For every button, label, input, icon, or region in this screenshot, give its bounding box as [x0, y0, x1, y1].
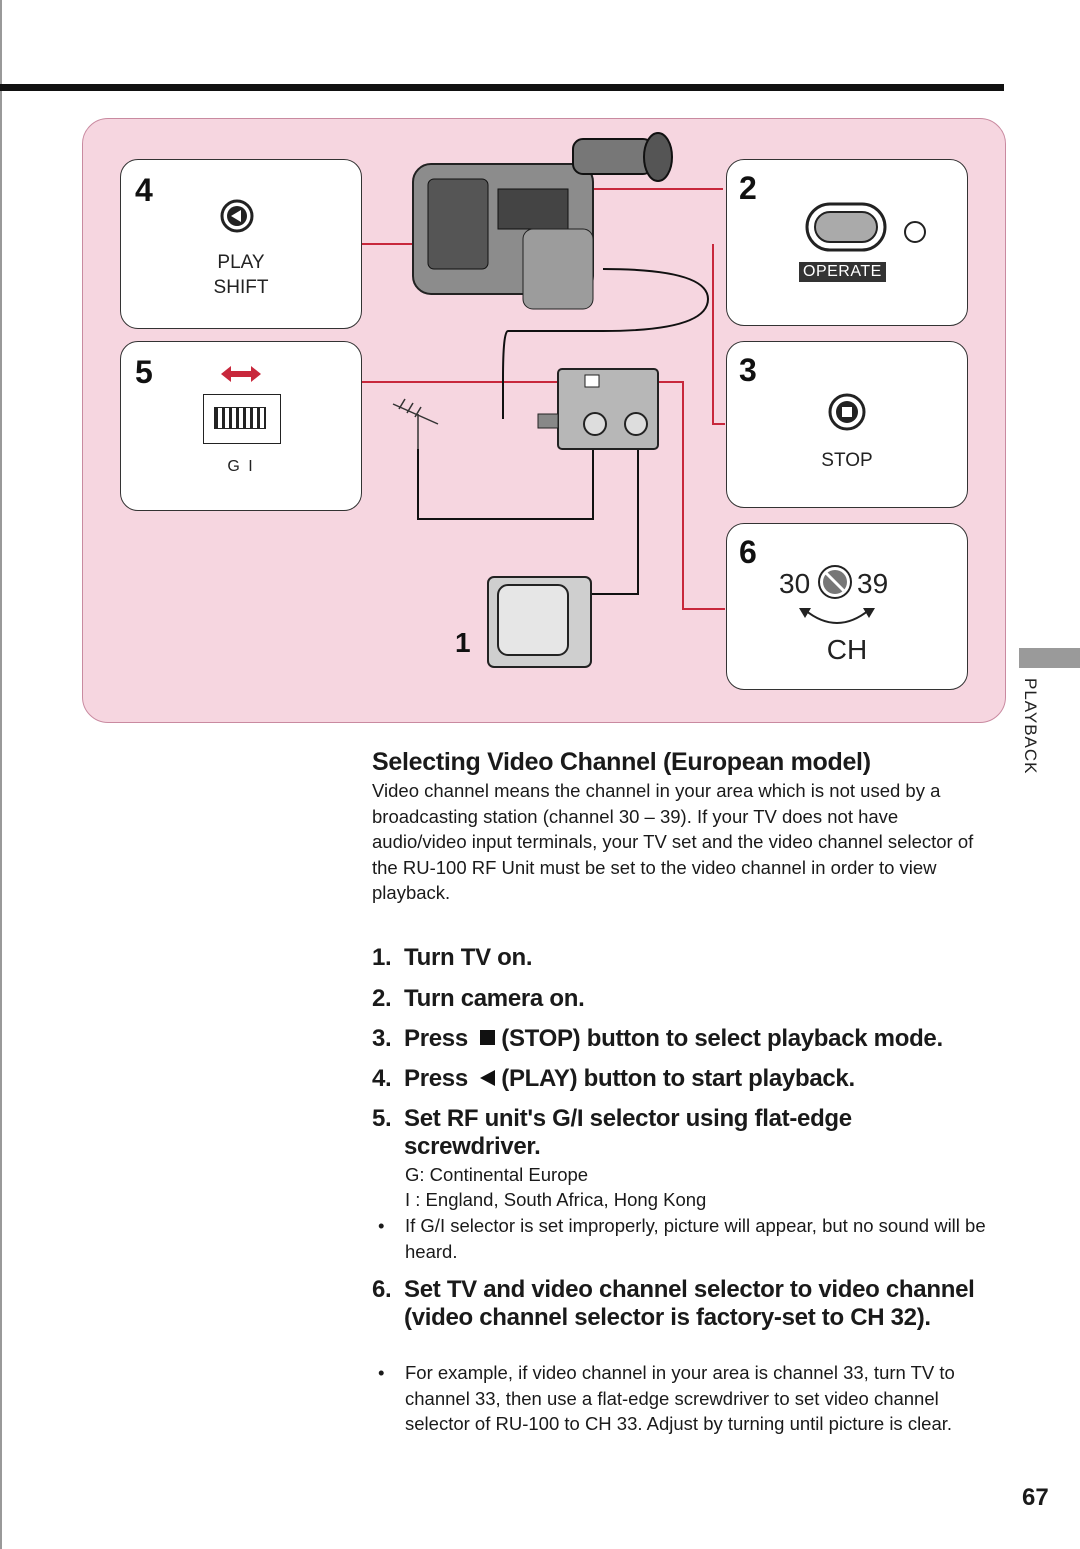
play-left-triangle-icon — [480, 1070, 496, 1086]
step-2: 2. Turn camera on. — [372, 985, 1002, 1013]
panel-stop: 3 STOP — [726, 341, 968, 508]
step-1: 1. Turn TV on. — [372, 944, 1002, 972]
top-rule — [0, 84, 1004, 91]
antenna-illustration — [392, 398, 439, 449]
step-text: Set TV and video channel selector to vid… — [404, 1276, 975, 1331]
stop-button-icon — [828, 393, 866, 431]
channel-high-label: 39 — [857, 568, 889, 599]
step-pre: Press — [404, 1025, 468, 1052]
page-edge — [0, 0, 2, 1549]
side-tab-marker — [1019, 648, 1080, 668]
stop-label: STOP — [821, 450, 873, 471]
step-6: 6. Set TV and video channel selector to v… — [372, 1276, 1002, 1332]
ch-label: CH — [826, 634, 868, 665]
page-number: 67 — [1022, 1484, 1049, 1511]
step-number: 1. — [372, 944, 392, 971]
stop-square-icon — [480, 1030, 496, 1045]
step-number: 6. — [372, 1276, 392, 1303]
channel-low-label: 30 — [779, 568, 811, 599]
panel-step-number: 6 — [739, 534, 757, 570]
step-number: 5. — [372, 1105, 392, 1132]
gi-marks: G I — [227, 458, 255, 475]
panel-step-number: 3 — [739, 352, 757, 388]
panel-play-shift: 4 PLAY SHIFT — [120, 159, 362, 329]
tv-step-number: 1 — [455, 627, 471, 658]
bullet-text: If G/I selector is set improperly, pictu… — [405, 1215, 986, 1262]
step-text: Turn TV on. — [404, 944, 533, 971]
shift-label: SHIFT — [213, 277, 269, 298]
step5-note-i: I : England, South Africa, Hong Kong — [405, 1189, 707, 1210]
step-number: 3. — [372, 1025, 392, 1052]
double-arrow-icon — [221, 366, 261, 382]
rf-unit-illustration — [537, 368, 659, 450]
step-number: 4. — [372, 1065, 392, 1092]
operate-badge: OPERATE — [799, 262, 886, 282]
bullet-text: For example, if video channel in your ar… — [405, 1362, 955, 1434]
panel-step-number: 4 — [135, 172, 153, 208]
step-3: 3. Press (STOP) button to select playback… — [372, 1025, 1002, 1053]
channel-dial-icon — [818, 565, 852, 599]
section-intro: Video channel means the channel in your … — [372, 780, 974, 903]
panel-gi-selector: 5 G I — [120, 341, 362, 511]
step-number: 2. — [372, 985, 392, 1012]
gi-switch-housing — [203, 394, 281, 444]
bullet-dot: • — [378, 1215, 385, 1236]
section-title: Selecting Video Channel (European model) — [372, 748, 871, 776]
diagram-wiring — [361, 132, 725, 668]
gi-switch-slider — [214, 407, 266, 429]
play-label: PLAY — [217, 252, 265, 273]
step-pre: Press — [404, 1065, 468, 1092]
step-text: Turn camera on. — [404, 985, 585, 1012]
play-shift-button-icon — [220, 199, 254, 233]
operate-button-icon — [805, 202, 926, 252]
panel-channel-selector: 6 30 39 CH — [726, 523, 968, 690]
connection-diagram: 1 4 PLAY SHIFT 5 G I 2 OPERATE 3 — [82, 118, 1006, 723]
bullet-dot: • — [378, 1362, 385, 1383]
step-text: (PLAY) button to start playback. — [501, 1065, 855, 1092]
step-text: Set RF unit's G/I selector using flat-ed… — [404, 1105, 852, 1160]
rotate-arrow-icon — [799, 608, 875, 624]
panel-step-number: 2 — [739, 170, 757, 206]
step5-note-g: G: Continental Europe — [405, 1164, 589, 1185]
step-5: 5. Set RF unit's G/I selector using flat-… — [372, 1105, 1002, 1161]
tv-illustration — [487, 576, 592, 668]
panel-step-number: 5 — [135, 354, 153, 390]
side-tab-label: PLAYBACK — [1021, 678, 1040, 775]
step-text: (STOP) button to select playback mode. — [501, 1025, 943, 1052]
camcorder-illustration — [412, 132, 673, 310]
panel-operate: 2 OPERATE — [726, 159, 968, 326]
step-4: 4. Press (PLAY) button to start playback. — [372, 1065, 1002, 1093]
